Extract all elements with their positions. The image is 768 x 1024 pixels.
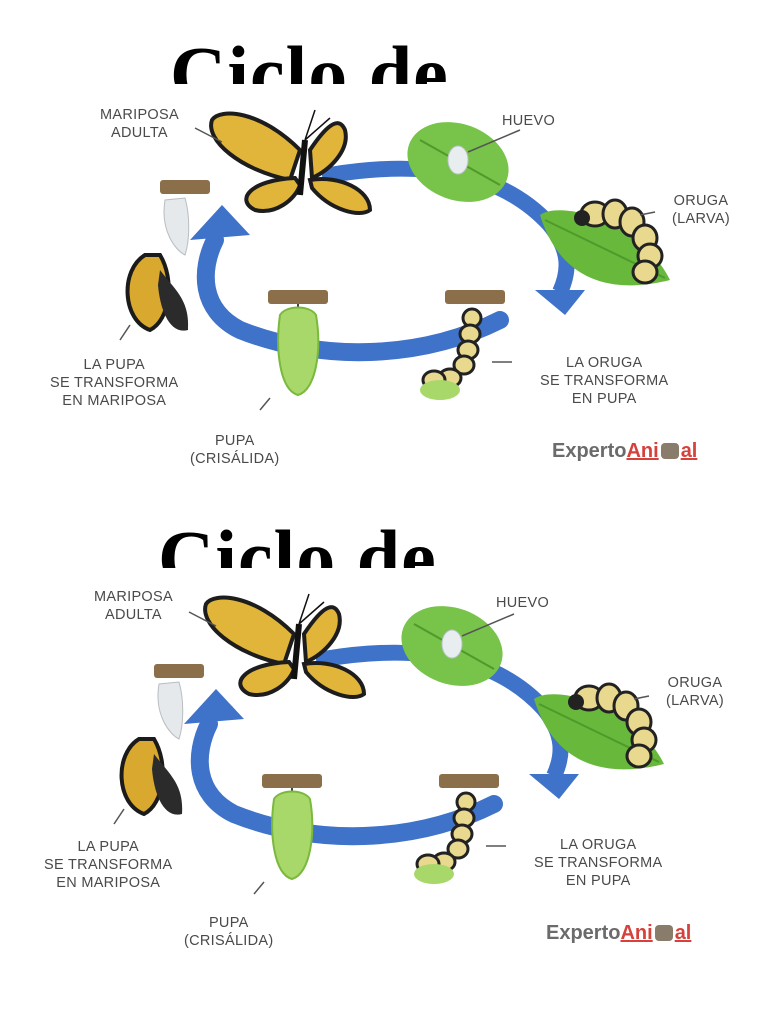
- emerging-butterfly-illustration: [113, 664, 204, 825]
- life-cycle-panel-top: Ciclo de: [0, 0, 768, 484]
- owl-icon: [654, 925, 673, 941]
- caterpillar-illustration: [540, 198, 670, 286]
- egg-on-leaf-illustration: [407, 122, 521, 202]
- label-adult-butterfly: MARIPOSA ADULTA: [100, 107, 179, 141]
- chrysalis-illustration: [259, 290, 328, 411]
- caterpillar-to-pupa-illustration: [414, 774, 506, 884]
- label-larva: ORUGA (LARVA): [672, 193, 730, 227]
- life-cycle-illustration: [113, 593, 664, 895]
- caterpillar-to-pupa-illustration: [420, 290, 512, 400]
- label-egg: HUEVO: [502, 113, 556, 129]
- label-adult-butterfly: MARIPOSA ADULTA: [94, 589, 173, 623]
- life-cycle-panel-bottom: Ciclo de: [0, 484, 768, 968]
- label-pupa-to-butterfly: LA PUPA SE TRANSFORMA EN MARIPOSA: [44, 839, 173, 891]
- diagram-title: Ciclo de: [158, 514, 437, 568]
- owl-icon: [660, 443, 679, 459]
- label-larva: ORUGA (LARVA): [666, 675, 724, 709]
- adult-butterfly-illustration: [194, 109, 373, 215]
- egg-on-leaf-illustration: [401, 606, 515, 686]
- label-pupa: PUPA (CRISÁLIDA): [184, 915, 274, 949]
- life-cycle-illustration: [119, 109, 670, 411]
- emerging-butterfly-illustration: [119, 180, 210, 341]
- diagram-title: Ciclo de: [170, 30, 449, 84]
- cycle-arrow-bottom: [190, 205, 509, 362]
- chrysalis-illustration: [253, 774, 322, 895]
- label-pupa-to-butterfly: LA PUPA SE TRANSFORMA EN MARIPOSA: [50, 357, 179, 409]
- label-egg: HUEVO: [496, 595, 550, 611]
- cycle-arrow-bottom: [184, 689, 503, 846]
- adult-butterfly-illustration: [188, 593, 367, 699]
- label-caterpillar-to-pupa: LA ORUGA SE TRANSFORMA EN PUPA: [540, 355, 669, 407]
- label-caterpillar-to-pupa: LA ORUGA SE TRANSFORMA EN PUPA: [534, 837, 663, 889]
- label-pupa: PUPA (CRISÁLIDA): [190, 433, 280, 467]
- caterpillar-illustration: [534, 682, 664, 770]
